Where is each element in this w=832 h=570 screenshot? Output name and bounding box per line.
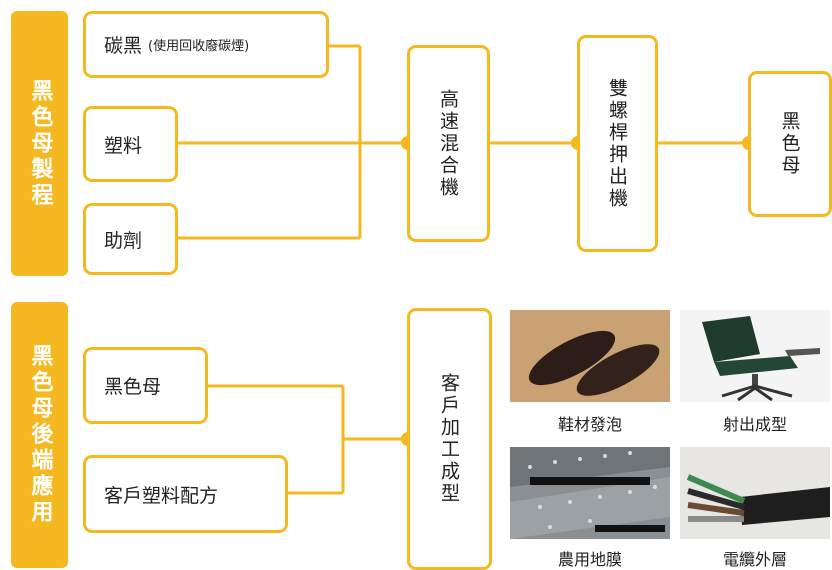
customer-processing-label: 客戶加工成型: [438, 373, 460, 505]
input-customer-formula-label: 客戶塑料配方: [104, 484, 219, 507]
cable-sheath-image: [680, 447, 830, 539]
input-carbon-black-label: 碳黑: [104, 35, 143, 57]
input-black-masterbatch: 黑色母: [83, 347, 208, 424]
input-carbon-black: 碳黑 (使用回收廢碳煙): [83, 11, 329, 78]
high-speed-mixer-box: 高速混合機: [407, 45, 490, 242]
black-masterbatch-output-box: 黑色母: [748, 71, 832, 217]
black-masterbatch-output-label: 黑色母: [778, 111, 801, 177]
injection-molding-image: [680, 310, 830, 402]
process-side-label: 黑色母製程: [11, 11, 68, 276]
high-speed-mixer-label: 高速混合機: [437, 88, 459, 199]
shoe-foam-image: [510, 310, 670, 402]
input-plastic-label: 塑料: [104, 134, 143, 157]
input-black-masterbatch-label: 黑色母: [104, 376, 162, 398]
cable-icon: [680, 447, 830, 539]
process-side-label-text: 黑色母製程: [27, 78, 53, 209]
twin-screw-extruder-box: 雙螺桿押出機: [577, 35, 658, 252]
application-side-label: 黑色母後端應用: [11, 302, 68, 568]
product-caption-agricultural-film: 農用地膜: [557, 550, 622, 569]
insole-icon: [510, 310, 670, 402]
office-chair-icon: [680, 310, 830, 402]
agricultural-film-image: [510, 447, 670, 539]
customer-processing-box: 客戶加工成型: [407, 308, 492, 570]
product-caption-cable-sheath: 電纜外層: [722, 550, 787, 569]
product-caption-injection-molding: 射出成型: [722, 415, 787, 434]
input-customer-formula: 客戶塑料配方: [83, 455, 288, 533]
input-additive-label: 助劑: [104, 229, 143, 252]
twin-screw-extruder-label: 雙螺桿押出機: [606, 77, 628, 210]
application-side-label-text: 黑色母後端應用: [27, 344, 53, 526]
input-plastic: 塑料: [83, 106, 178, 182]
product-caption-shoe-foam: 鞋材發泡: [557, 415, 622, 434]
agricultural-film-icon: [510, 447, 670, 539]
input-carbon-black-note: (使用回收廢碳煙): [148, 39, 250, 54]
input-additive: 助劑: [83, 203, 178, 275]
